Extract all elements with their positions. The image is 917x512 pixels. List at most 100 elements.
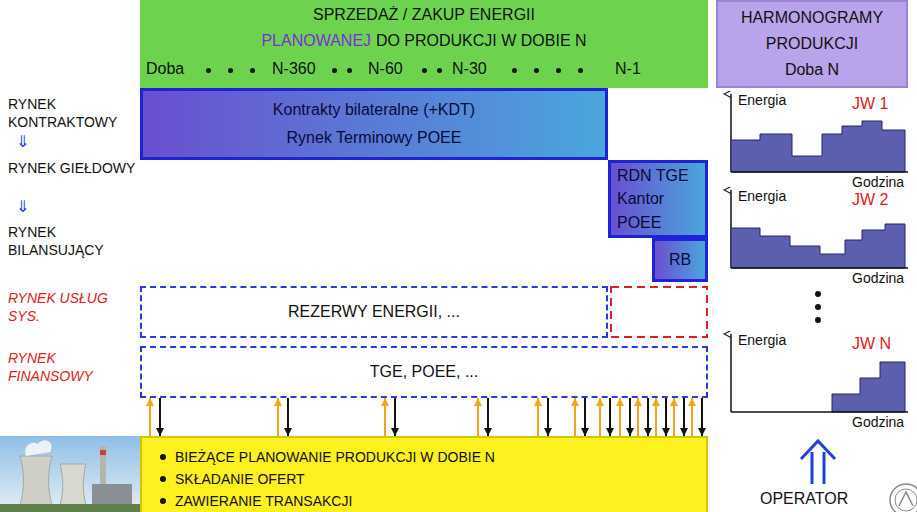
chart-axis (731, 267, 908, 269)
timeline-dot (347, 68, 352, 73)
contract-market-box: Kontrakty bilateralne (+KDT)Rynek Termin… (140, 88, 608, 160)
timeline-dot (206, 68, 211, 73)
balancing-market-box: RB (652, 238, 708, 282)
arrow-shaft (811, 452, 814, 484)
bullet-row: ZAWIERANIE TRANSAKCJI (160, 490, 688, 512)
bullet-row: SKŁADANIE OFERT (160, 468, 688, 490)
market-level-label: RYNEK GIEŁDOWY (8, 160, 140, 178)
exchange-market-box: RDN TGE Kantor POEE (608, 160, 708, 238)
offer-arrow (673, 398, 675, 436)
transaction-arrow (394, 398, 396, 436)
logo-ring (890, 484, 917, 512)
chimney-band (100, 450, 106, 455)
market-level-label: RYNEK BILANSUJĄCY (8, 224, 140, 259)
offer-arrow (537, 398, 539, 436)
offer-arrow (149, 398, 151, 436)
chart-steps (731, 121, 905, 172)
photo-ground (0, 504, 140, 512)
timeline-day: N-60 (368, 60, 403, 78)
offer-arrow (477, 398, 479, 436)
offer-arrow (619, 398, 621, 436)
ellipsis-dot (815, 304, 821, 310)
box-text: HARMONOGRAMY PRODUKCJI (718, 5, 906, 57)
timeline-dot (534, 68, 539, 73)
offer-arrow (574, 398, 576, 436)
box-text: REZERWY ENERGII, ... (288, 303, 460, 321)
chart-steps (832, 362, 905, 412)
box-text: RB (669, 251, 691, 269)
chart-steps (731, 224, 905, 268)
ellipsis-dot (815, 317, 821, 323)
market-level-label: RYNEK KONTRAKTOWY (8, 96, 140, 131)
offer-arrow (277, 398, 279, 436)
ellipsis-dot (815, 291, 821, 297)
axis-label: Energia (738, 332, 786, 348)
timeline-day: N-1 (615, 60, 641, 78)
cooling-tower (18, 456, 54, 512)
timeline-dot (250, 68, 255, 73)
operator-label: OPERATOR (760, 490, 848, 508)
axis-label: Godzina (852, 270, 904, 286)
bullet-text: ZAWIERANIE TRANSAKCJI (175, 490, 352, 512)
timeline-day: N-360 (272, 60, 316, 78)
offer-arrow (599, 398, 601, 436)
steam-cloud (25, 440, 52, 456)
schedule-header-box: HARMONOGRAMY PRODUKCJIDoba N (716, 0, 908, 88)
logo-ring (895, 489, 917, 511)
logo-mark (899, 492, 913, 506)
transaction-arrow (629, 398, 631, 436)
band-heading: SPRZEDAŻ / ZAKUP ENERGII (140, 6, 708, 24)
reserve-market-box: REZERWY ENERGII, ... (140, 286, 608, 338)
bullet-dot (160, 454, 166, 460)
operator-arrow (801, 441, 835, 484)
bullet-dot (160, 476, 166, 482)
timeline-dot (228, 68, 233, 73)
transaction-arrow (159, 398, 161, 436)
dashed-region (611, 287, 707, 337)
box-text: RDN TGE Kantor POEE (617, 164, 699, 234)
university-logo (890, 484, 917, 512)
timeline-dot (422, 68, 427, 73)
timeline-day: N-30 (452, 60, 487, 78)
transaction-arrow (609, 398, 611, 436)
bullet-row: BIEŻĄCE PLANOWANIE PRODUKCJI W DOBIE N (160, 446, 688, 468)
unit-label: JW N (852, 335, 891, 353)
market-level-label: RYNEK FINANSOWY (8, 350, 128, 385)
highlight-word: PLANOWANEJ (261, 32, 371, 50)
offer-arrow (655, 398, 657, 436)
market-timeline-band: SPRZEDAŻ / ZAKUP ENERGII PLANOWANEJ DO PRO… (140, 0, 708, 88)
vertical-ellipsis (815, 291, 821, 323)
market-level-label: RYNEK USŁUG SYS. (8, 290, 118, 325)
transaction-arrow (584, 398, 586, 436)
axis-label: Godzina (852, 414, 904, 430)
timeline-dot (556, 68, 561, 73)
transaction-arrow (701, 398, 703, 436)
timeline-dot (437, 68, 442, 73)
financial-market-box: TGE, POEE, ... (140, 346, 708, 398)
photo-sky (0, 436, 140, 512)
arrow-head (801, 441, 835, 459)
flow-down-glyph: ⇓ (16, 134, 29, 150)
axis-label: Godzina (852, 174, 904, 190)
chart-axis (731, 171, 908, 173)
producer-activity-box: BIEŻĄCE PLANOWANIE PRODUKCJI W DOBIE NSK… (140, 436, 708, 512)
transaction-arrow (665, 398, 667, 436)
bullet-text: SKŁADANIE OFERT (175, 468, 305, 490)
box-text: Kontrakty bilateralne (+KDT) (273, 96, 475, 124)
chart-axis (731, 411, 908, 413)
unit-label: JW 1 (852, 95, 888, 113)
arrow-shaft (823, 452, 826, 484)
offer-arrow (384, 398, 386, 436)
transaction-arrow (487, 398, 489, 436)
bullet-dot (160, 498, 166, 504)
timeline-day: Doba (146, 60, 184, 78)
box-text: Doba N (785, 57, 839, 83)
transaction-arrow (547, 398, 549, 436)
transaction-arrow (287, 398, 289, 436)
bullet-text: BIEŻĄCE PLANOWANIE PRODUKCJI W DOBIE N (175, 446, 495, 468)
heading-row: PLANOWANEJ DO PRODUKCJI W DOBIE N (140, 32, 708, 50)
band-subheading: DO PRODUKCJI W DOBIE N (376, 32, 587, 50)
box-text: Rynek Terminowy POEE (287, 124, 462, 152)
timeline-dot (332, 68, 337, 73)
